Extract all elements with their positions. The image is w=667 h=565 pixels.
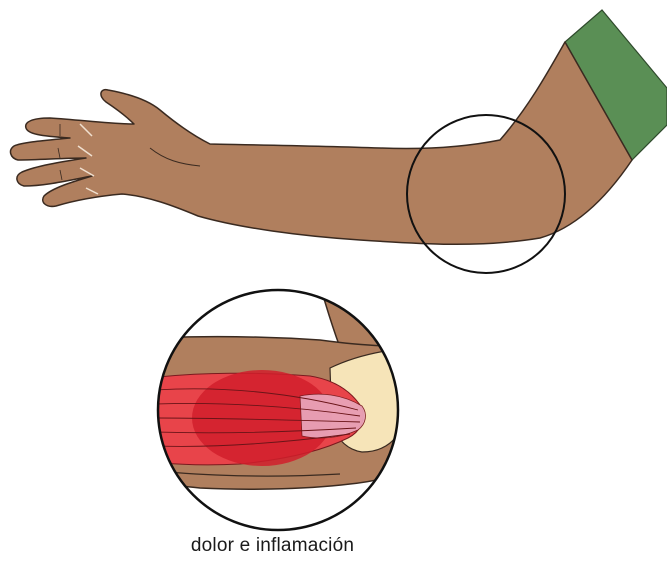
arm-skin <box>11 42 632 244</box>
zoom-detail <box>150 285 410 535</box>
full-arm <box>11 10 667 273</box>
caption-pain-inflammation: dolor e inflamación <box>0 535 545 557</box>
